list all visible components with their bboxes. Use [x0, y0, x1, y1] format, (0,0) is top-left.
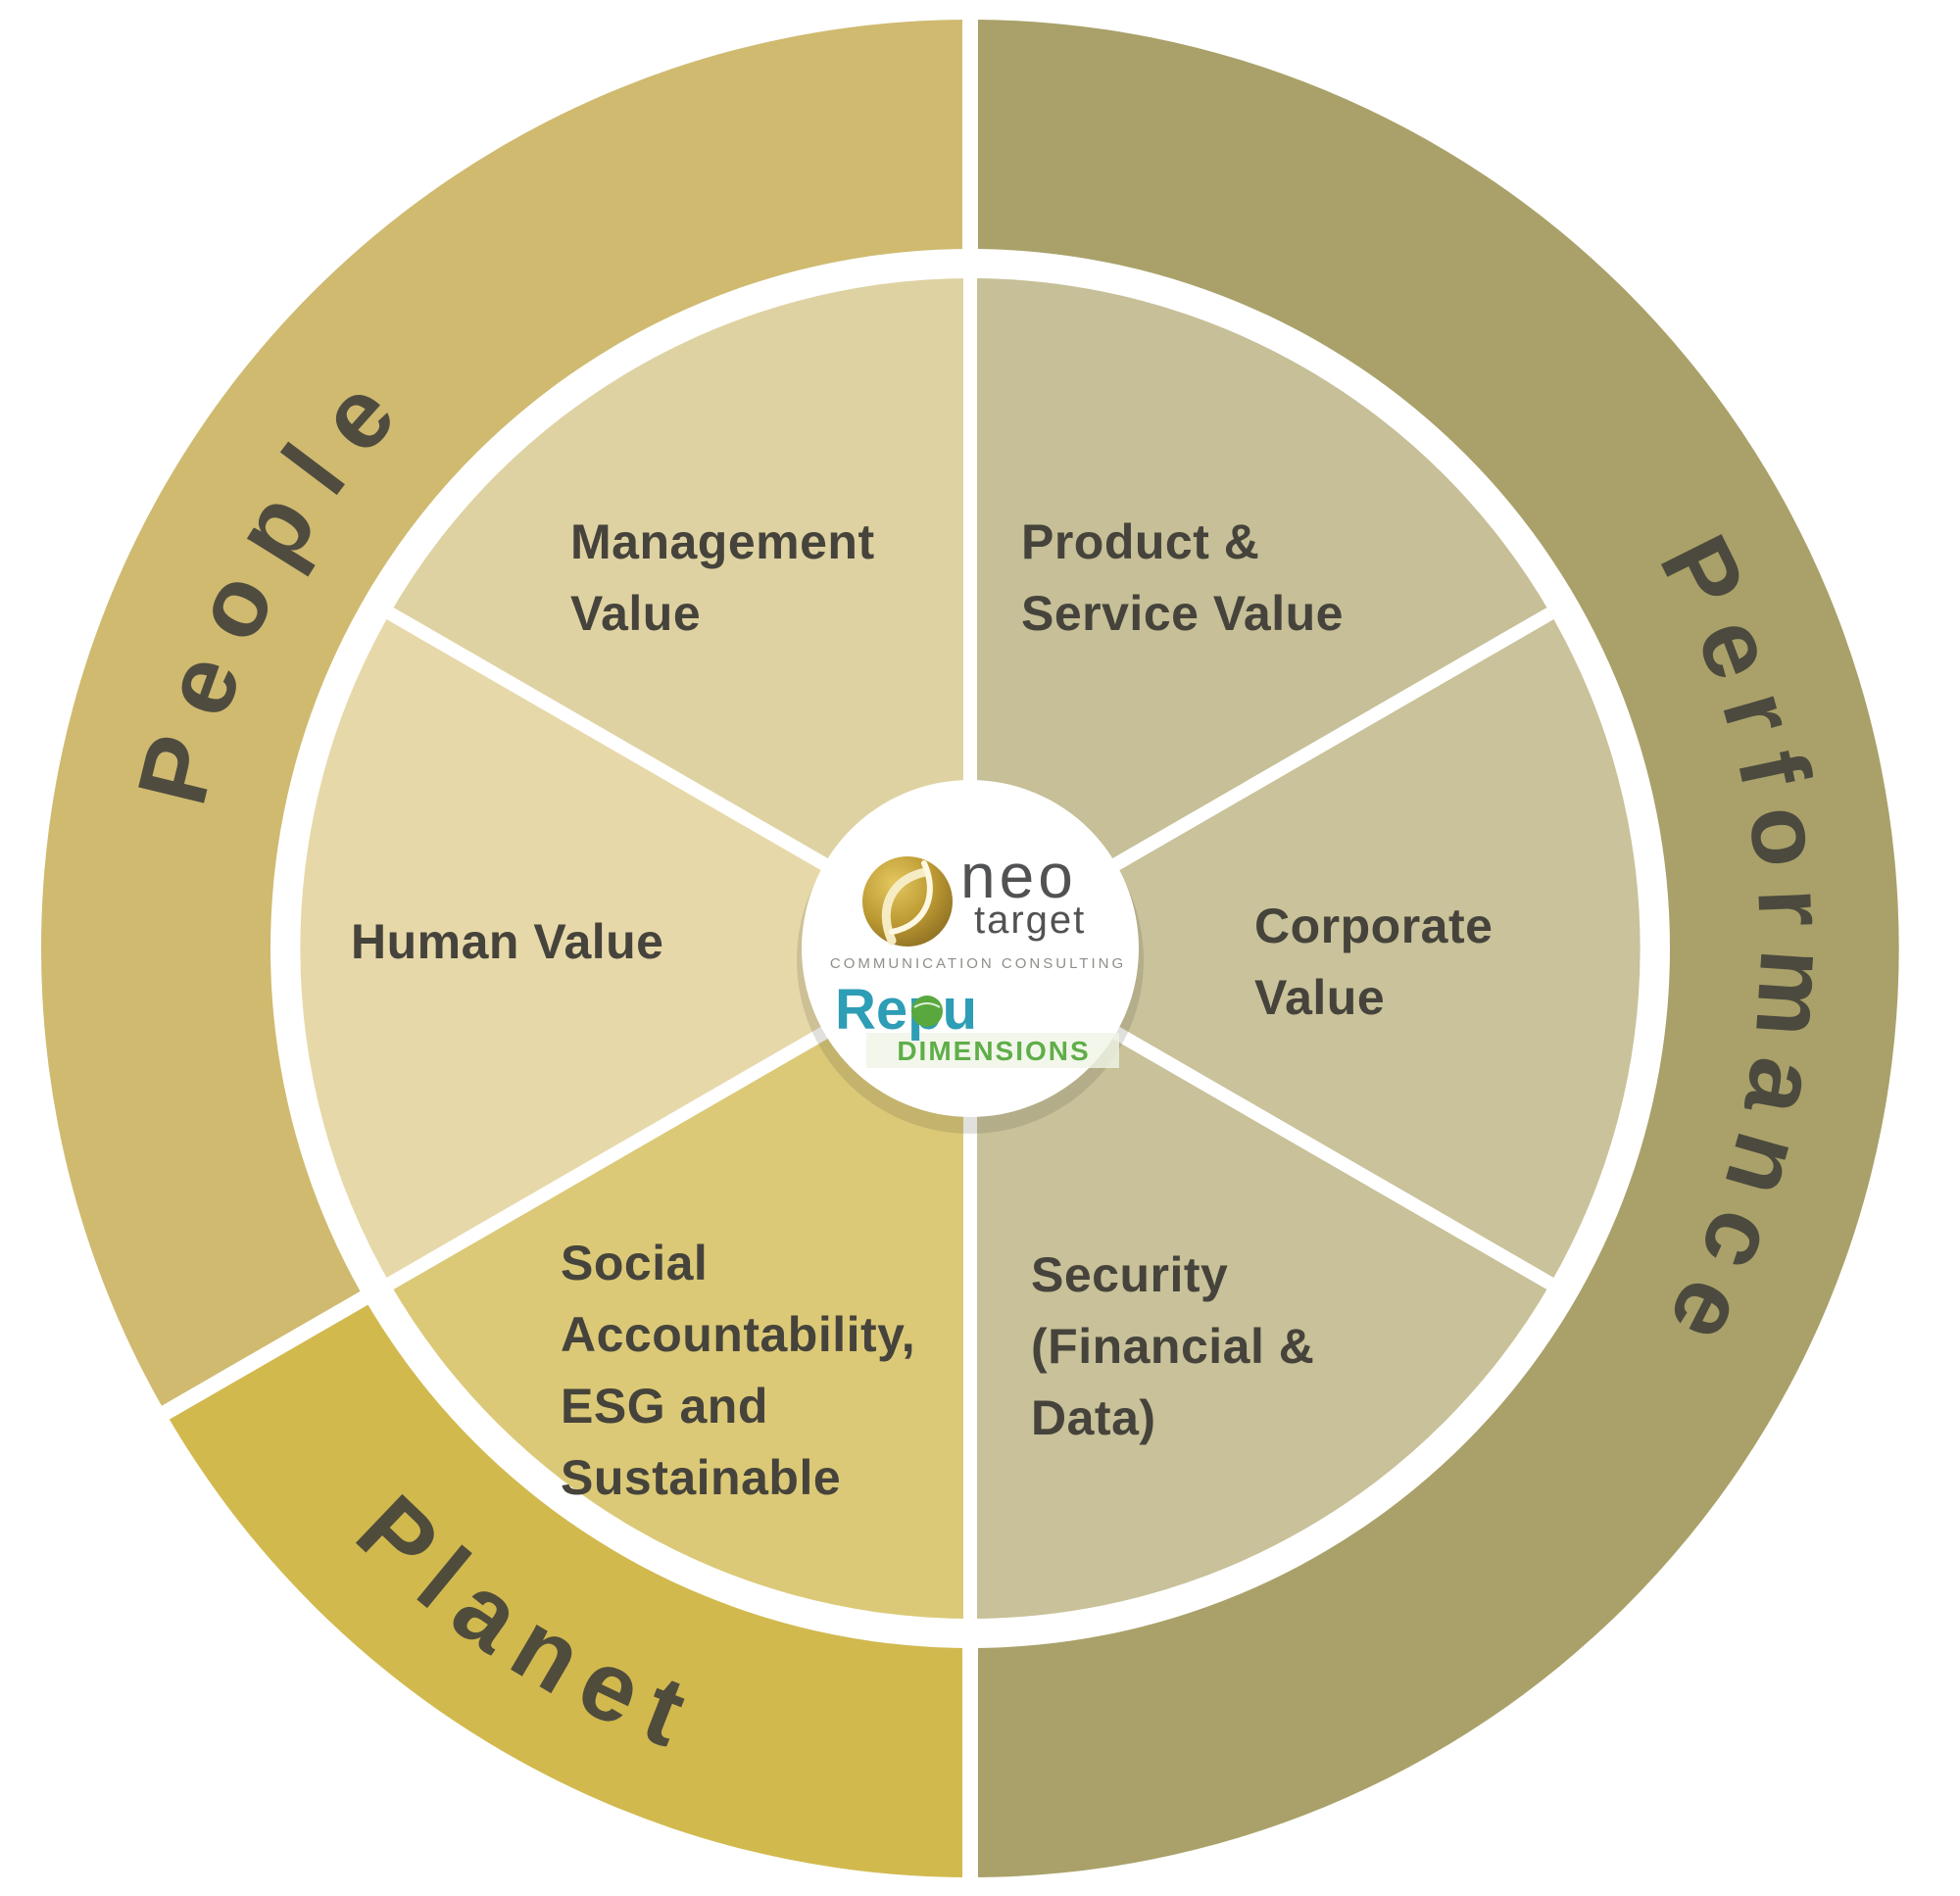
- sector-label-line: Sustainable: [561, 1450, 841, 1505]
- sector-management-value: [390, 278, 970, 948]
- center-logo: neo target COMMUNICATION CONSULTING Repu…: [797, 780, 1144, 1134]
- sector-label-line: Value: [1254, 970, 1385, 1025]
- neotarget-wordmark-target: target: [974, 899, 1086, 942]
- sector-label-line: ESG and: [561, 1379, 768, 1434]
- sector-corporate-value: [970, 613, 1641, 1284]
- sector-label-line: Data): [1031, 1390, 1156, 1445]
- sector-social-accountability: [390, 948, 970, 1619]
- neotarget-tagline: COMMUNICATION CONSULTING: [830, 955, 1126, 972]
- sector-security-financial-data: [970, 948, 1550, 1619]
- sector-human-value: [300, 613, 971, 1284]
- outer-divider-people-planet: [151, 1288, 374, 1426]
- sector-product-service-value: [970, 278, 1550, 948]
- sector-label-line: Product &: [1021, 514, 1259, 569]
- sector-label-line: Corporate: [1254, 899, 1493, 953]
- repu-globe-icon: [911, 996, 943, 1027]
- dimensions-band: [866, 1033, 1119, 1068]
- sector-label-line: Human Value: [351, 914, 664, 969]
- sector-labels: Management Value Product & Service Value…: [351, 514, 1493, 1505]
- sector-label-line: Management: [570, 514, 875, 569]
- repu-wordmark: Repu: [835, 978, 977, 1042]
- sector-label-line: Accountability,: [561, 1307, 915, 1362]
- sector-label-line: Social: [561, 1236, 708, 1290]
- sector-label-corporate-value: Corporate Value: [1254, 899, 1493, 1025]
- neotarget-wordmark-neo: neo: [960, 841, 1077, 911]
- sector-label-security-financial-data: Security (Financial & Data): [1031, 1247, 1314, 1445]
- repudimensions-wordmark: DIMENSIONS: [897, 1036, 1090, 1066]
- sector-label-line: (Financial &: [1031, 1319, 1314, 1374]
- sector-label-line: Service Value: [1021, 586, 1344, 641]
- sector-label-management-value: Management Value: [570, 514, 875, 641]
- sector-label-line: Security: [1031, 1247, 1228, 1302]
- sector-label-product-service-value: Product & Service Value: [1021, 514, 1344, 641]
- sector-label-social-accountability: Social Accountability, ESG and Sustainab…: [561, 1236, 915, 1505]
- neotarget-swirl-icon: [862, 856, 953, 947]
- value-wheel: [300, 278, 1641, 1619]
- sector-label-human-value: Human Value: [351, 914, 664, 969]
- sector-label-line: Value: [570, 586, 701, 641]
